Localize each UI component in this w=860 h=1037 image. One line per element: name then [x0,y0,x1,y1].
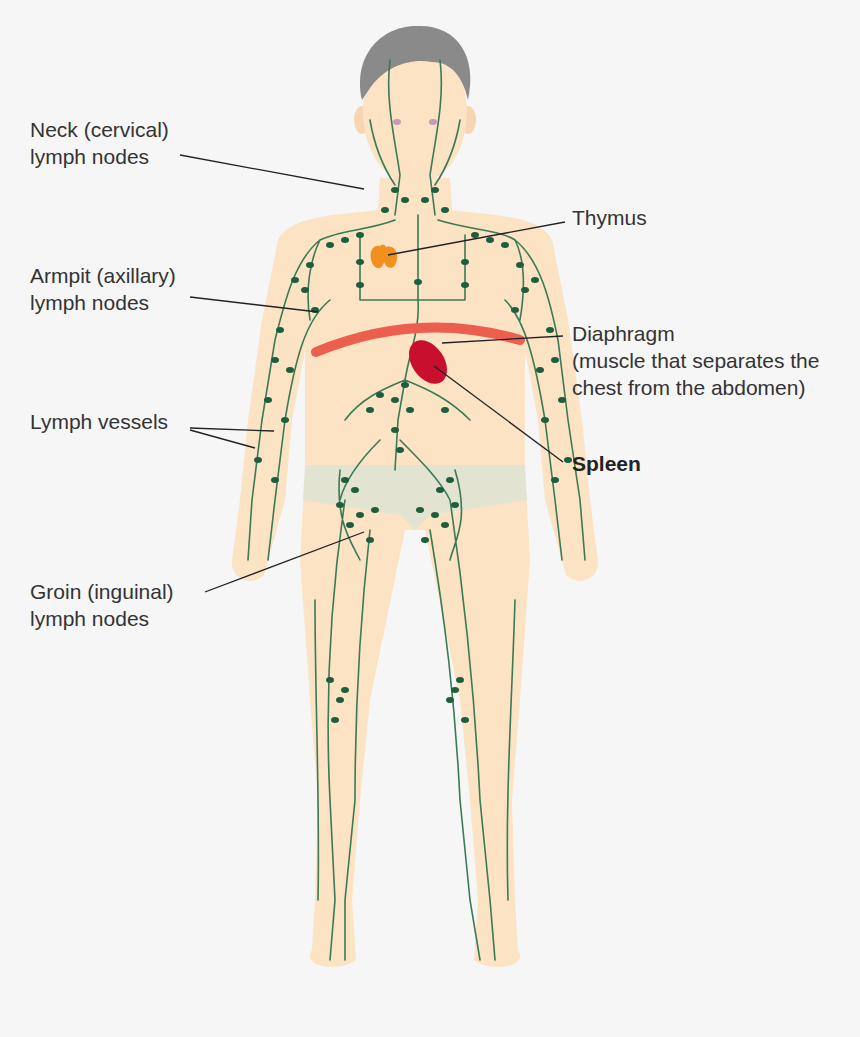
leader-line [388,222,565,255]
underwear [303,465,527,530]
lymph-vessels [248,60,585,960]
eye [429,119,437,125]
part-label: Diaphragm [572,320,832,347]
part-label: Lymph vessels [30,408,190,435]
leader-line [190,430,255,448]
part-label: Groin (inguinal) lymph nodes [30,578,202,632]
part-label: Armpit (axillary) lymph nodes [30,262,212,316]
spleen [401,333,455,391]
lymph-nodes [254,187,572,723]
hair [360,26,470,100]
thymus [371,245,398,268]
part-label: Thymus [572,204,772,231]
leader-line [180,155,364,189]
part-label: (muscle that separates the chest from th… [572,347,858,401]
leader-line [434,366,563,462]
leader-line [190,297,318,312]
part-label: Neck (cervical) lymph nodes [30,116,202,170]
leader-line [205,532,364,592]
leader-line [442,336,563,343]
part-label: Spleen [572,450,732,477]
leader-lines [180,155,565,592]
eye [393,119,401,125]
leader-line [190,428,274,431]
